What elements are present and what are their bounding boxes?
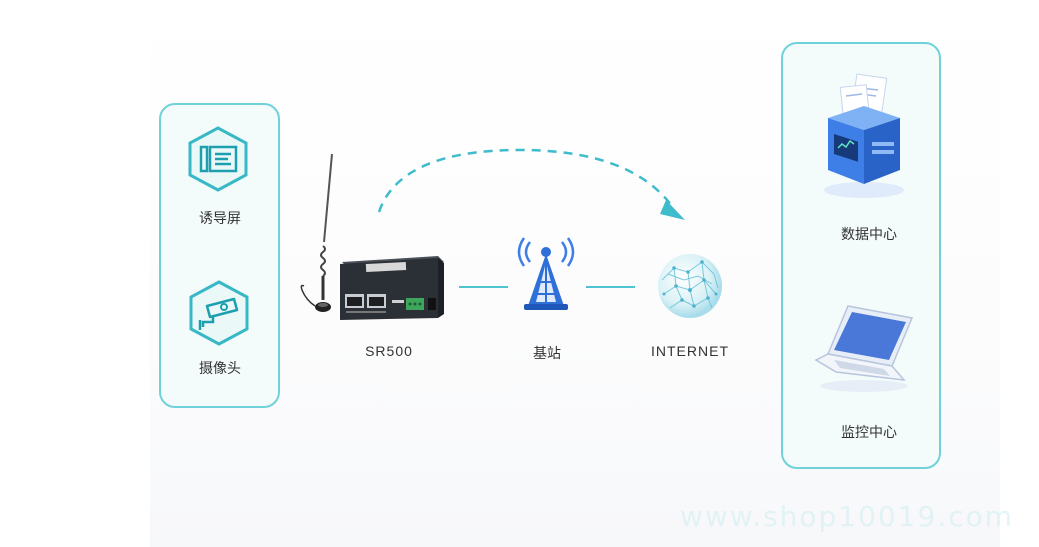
link-router-station [459,286,508,288]
laptop-icon [812,302,917,394]
cell-tower-icon [516,232,576,312]
globe-icon [654,250,726,322]
internet-label: INTERNET [651,343,729,359]
router-label: SR500 [365,343,413,359]
camera-label: 摄像头 [199,361,241,377]
data-center-label: 数据中心 [841,227,897,243]
router-icon [336,254,446,324]
antenna-icon [292,150,342,325]
station-label: 基站 [533,346,561,362]
signal-arc-arrow [360,140,700,230]
camera-icon [188,280,250,346]
monitor-center-label: 监控中心 [841,425,897,441]
data-center-icon [814,72,914,202]
guidance-screen-label: 诱导屏 [199,211,241,227]
link-station-internet [586,286,635,288]
watermark-text: www.shop10019.com [680,500,1015,533]
guidance-screen-icon [187,126,249,192]
